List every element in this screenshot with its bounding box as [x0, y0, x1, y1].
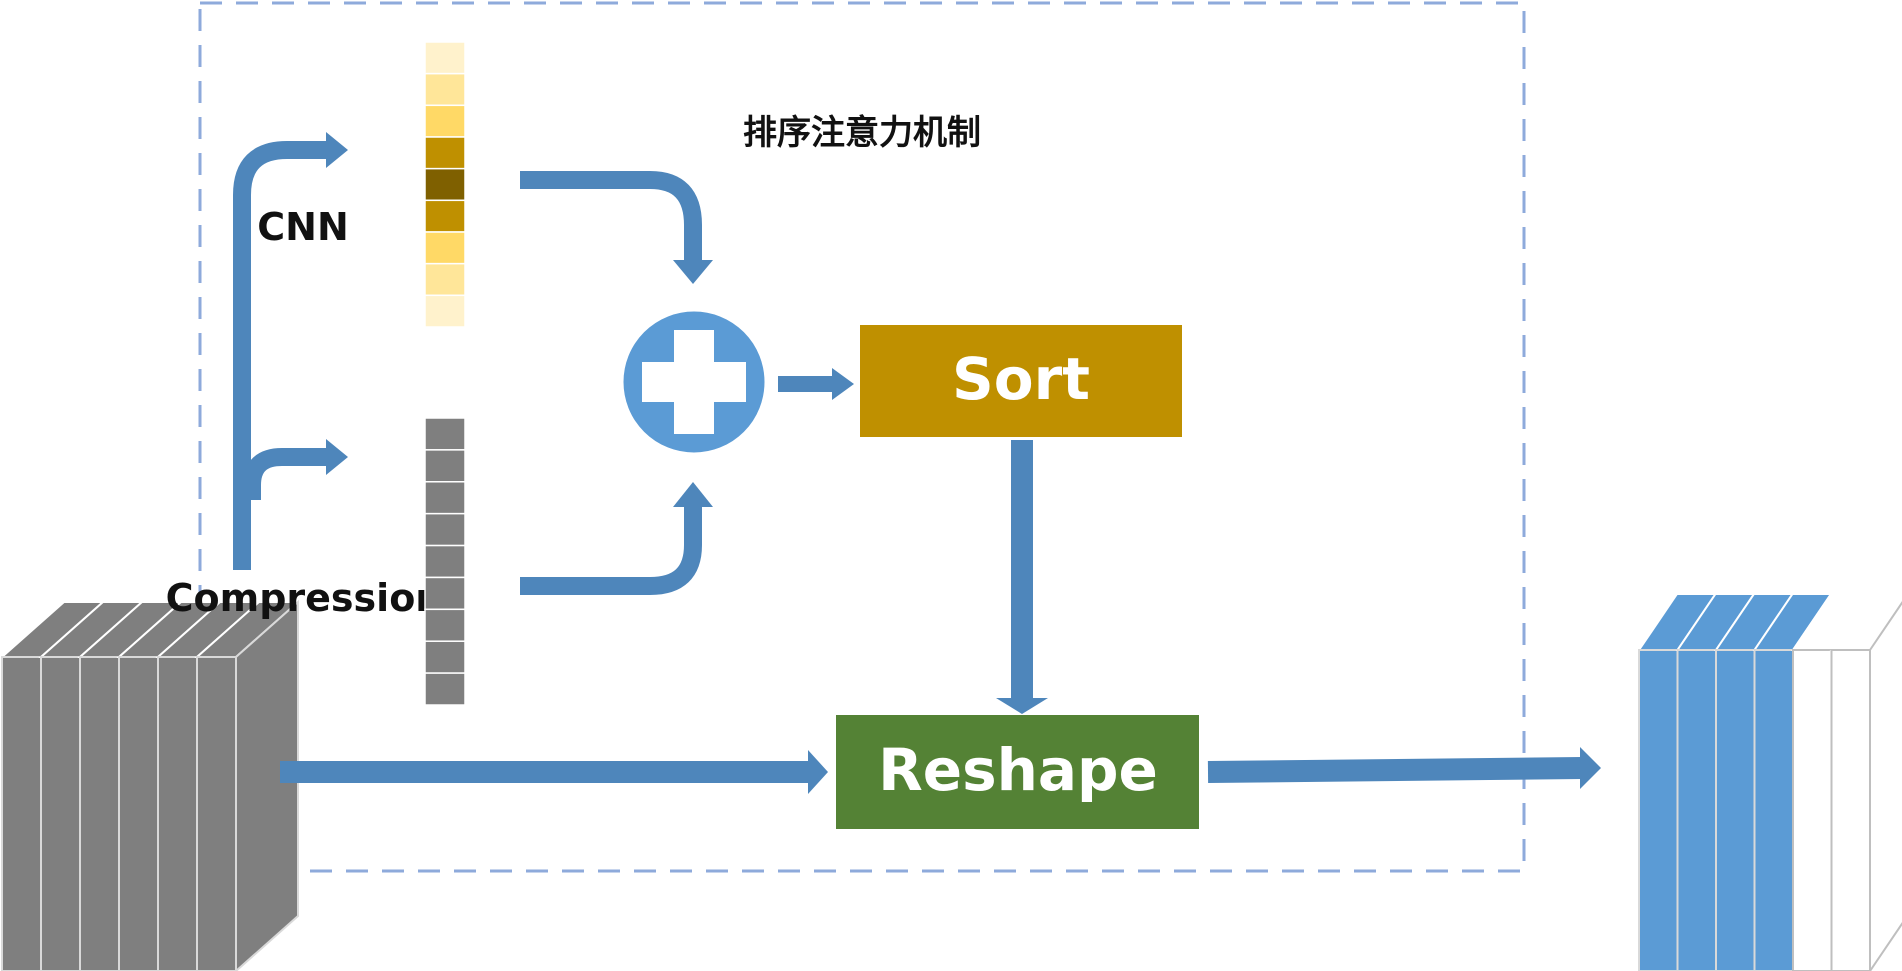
weight-vector-cell — [424, 167, 466, 202]
input-tensor-slice — [118, 656, 159, 971]
input-tensor-slice — [1, 656, 42, 971]
input-to-reshape-arrowhead — [808, 750, 828, 794]
weight-vector-cell — [424, 72, 466, 107]
compression-branch-arrow-shaft — [243, 448, 328, 500]
cnn-branch-arrow-shaft — [233, 141, 328, 570]
module-title: 排序注意力机制 — [743, 113, 981, 153]
weight-vector-cell — [424, 104, 466, 138]
input-to-reshape-arrow — [280, 750, 828, 794]
reshape-label: Reshape — [878, 736, 1158, 804]
compression-vector-cell — [424, 417, 466, 451]
reshape-box — [836, 715, 1199, 829]
add-to-sort-arrowhead — [832, 368, 854, 400]
sort-box — [860, 325, 1182, 437]
compression-vector — [424, 417, 466, 706]
input-tensor-slice — [40, 656, 81, 971]
compression-vector-cell — [424, 576, 466, 611]
output-tensor-slice — [1830, 649, 1871, 971]
weight-vector-cell — [424, 41, 466, 75]
weight-vector-cell — [424, 136, 466, 170]
compression-branch-arrowhead — [326, 439, 348, 475]
attention-module-frame — [198, 1, 1526, 873]
input-tensor-slice — [196, 656, 237, 971]
branch-arrows — [233, 132, 348, 570]
output-tensor-slice — [1792, 649, 1833, 971]
weight-vector-cell — [424, 231, 466, 265]
add-node — [620, 308, 768, 456]
cnn-label: CNN — [257, 205, 349, 249]
compression-vector-cell — [424, 640, 466, 674]
sort-to-reshape-arrow-shaft — [1011, 440, 1033, 702]
compression-vector-cell — [424, 512, 466, 547]
reshape-to-output-arrow-shaft — [1207, 757, 1583, 783]
input-tensor-slice — [157, 656, 198, 971]
weight-vector-cell — [424, 262, 466, 297]
compression-label: Compression — [166, 576, 443, 620]
input-feature-tensor — [0, 599, 301, 971]
cnn-branch-arrowhead — [326, 132, 348, 168]
reshape-block: Reshape — [836, 715, 1199, 829]
compression-vector-cell — [424, 544, 466, 579]
sort-to-reshape-arrowhead — [996, 698, 1048, 714]
input-tensor-side-face — [235, 599, 299, 971]
output-feature-tensor — [1637, 593, 1902, 971]
compression-vector-cell — [424, 449, 466, 483]
compression-vector-cell — [424, 672, 466, 706]
plus-vertical-bar — [674, 330, 714, 434]
compression-vector-cell — [424, 608, 466, 642]
reshape-to-output-arrow — [1207, 747, 1601, 789]
sort-to-reshape-arrow — [996, 440, 1048, 714]
weight-to-add-arrowhead — [673, 260, 713, 284]
output-tensor-slice — [1715, 649, 1756, 971]
output-tensor-slice — [1676, 649, 1717, 971]
output-tensor-slice — [1638, 649, 1679, 971]
sort-label: Sort — [952, 345, 1090, 413]
compression-vector-cell — [424, 481, 466, 515]
add-to-sort-arrow — [778, 368, 854, 400]
output-tensor-side-face — [1869, 601, 1902, 971]
weight-vector-cell — [424, 199, 466, 233]
sort-block: Sort — [860, 325, 1182, 437]
output-tensor-slice — [1753, 649, 1794, 971]
reshape-to-output-arrowhead — [1580, 747, 1601, 789]
input-tensor-slice — [79, 656, 120, 971]
compression-to-add-arrowhead — [673, 482, 713, 507]
merge-arrows — [520, 171, 713, 595]
compression-to-add-arrow-shaft — [520, 505, 702, 595]
cnn-weight-vector — [424, 41, 466, 328]
weight-vector-cell — [424, 294, 466, 328]
weight-to-add-arrow-shaft — [520, 171, 702, 262]
